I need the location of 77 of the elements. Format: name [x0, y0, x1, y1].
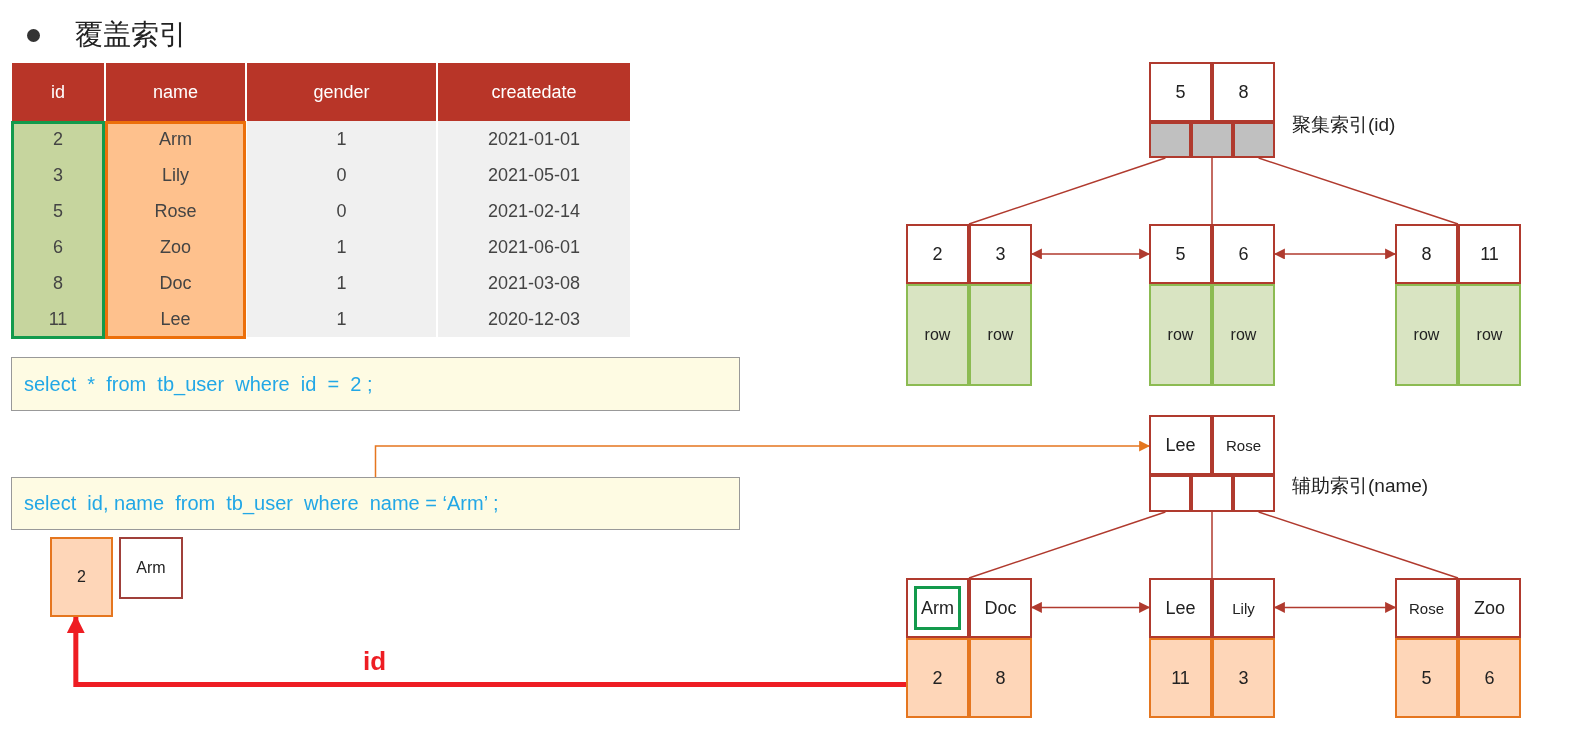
table-cell: 2020-12-03 [438, 301, 630, 337]
table-cell: 2021-05-01 [438, 157, 630, 193]
table-cell: 2021-03-08 [438, 265, 630, 301]
table-cell: 11 [12, 301, 104, 337]
index-node [1149, 62, 1275, 158]
row-cell: row [1212, 284, 1275, 386]
key-cell: 6 [1212, 224, 1275, 284]
value-cell: 2 [906, 638, 969, 718]
header-cell: createdate [438, 63, 630, 121]
connector-line [1257, 157, 1459, 225]
key-cell: 5 [1149, 224, 1212, 284]
table-cell: 5 [12, 193, 104, 229]
sql-query-box: select * from tb_user where id = 2 ; [11, 357, 740, 411]
key-cell: Lily [1212, 578, 1275, 638]
table-cell: 6 [12, 229, 104, 265]
header-cell: gender [247, 63, 436, 121]
value-cell: 5 [1395, 638, 1458, 718]
key-cell: Lee [1149, 578, 1212, 638]
index-node [1149, 415, 1275, 512]
header-cell: id [12, 63, 104, 121]
key-cell: 8 [1212, 62, 1275, 122]
table-cell: Rose [106, 193, 245, 229]
leaf-page [1395, 224, 1521, 386]
key-cell: Rose [1212, 415, 1275, 475]
connector-line [1211, 511, 1213, 579]
value-cell: 6 [1458, 638, 1521, 718]
row-cell: row [969, 284, 1032, 386]
key-cell: Rose [1395, 578, 1458, 638]
arrow [374, 440, 1151, 478]
table-cell: 2021-02-14 [438, 193, 630, 229]
value-cell: 3 [1212, 638, 1275, 718]
index-caption: 辅助索引(name) [1292, 474, 1429, 498]
table-cell: 8 [12, 265, 104, 301]
key-cell: 11 [1458, 224, 1521, 284]
key-cell: 3 [969, 224, 1032, 284]
connector-line [968, 511, 1167, 579]
table-cell: 2021-01-01 [438, 121, 630, 157]
table-cell: 0 [247, 157, 436, 193]
key-cell: Lee [1149, 415, 1212, 475]
table-cell: 1 [247, 265, 436, 301]
key-cell: 5 [1149, 62, 1212, 122]
table-cell: 1 [247, 229, 436, 265]
value-cell: 11 [1149, 638, 1212, 718]
table-cell: 3 [12, 157, 104, 193]
row-cell: row [1149, 284, 1212, 386]
sql-query-box: select id, name from tb_user where name = ‘Arm’ ; [11, 477, 740, 530]
key-cell: 2 [906, 224, 969, 284]
title-text: 覆盖索引 [75, 18, 187, 52]
row-cell: row [1458, 284, 1521, 386]
table-cell: Doc [106, 265, 245, 301]
key-cell: Arm [906, 578, 969, 638]
header-cell: name [106, 63, 245, 121]
leaf-page [906, 578, 1032, 718]
result-cell: Arm [119, 537, 183, 599]
key-cell: Doc [969, 578, 1032, 638]
connector-line [1211, 157, 1213, 225]
table-cell: 1 [247, 121, 436, 157]
row-cell: row [906, 284, 969, 386]
value-cell: 8 [969, 638, 1032, 718]
table-cell: 1 [247, 301, 436, 337]
connector-line [1257, 511, 1459, 579]
leaf-page [1149, 224, 1275, 386]
result-cell: 2 [50, 537, 113, 617]
arrow [66, 615, 906, 687]
key-cell: 8 [1395, 224, 1458, 284]
table-cell: 2021-06-01 [438, 229, 630, 265]
table-cell: 0 [247, 193, 436, 229]
row-cell: row [1395, 284, 1458, 386]
leaf-page [906, 224, 1032, 386]
key-cell: Zoo [1458, 578, 1521, 638]
connector-line [968, 157, 1167, 225]
table-cell: Lily [106, 157, 245, 193]
index-caption: 聚集索引(id) [1292, 113, 1396, 137]
table-cell: Zoo [106, 229, 245, 265]
leaf-page [1149, 578, 1275, 718]
leaf-page [1395, 578, 1521, 718]
table-cell: Lee [106, 301, 245, 337]
